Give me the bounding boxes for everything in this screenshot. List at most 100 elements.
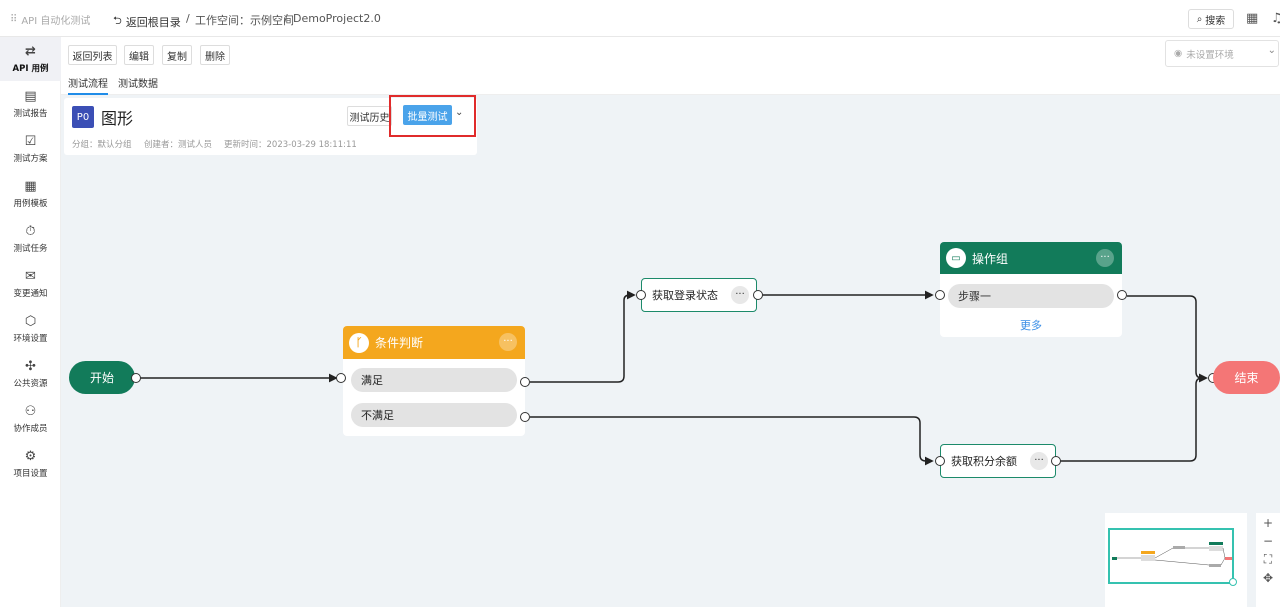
breadcrumb-project[interactable]: DemoProject2.0: [293, 12, 381, 25]
env-placeholder: 未设置环境: [1186, 49, 1234, 61]
port-in[interactable]: [336, 373, 346, 383]
port-in[interactable]: [935, 290, 945, 300]
step-label: 获取积分余额: [951, 455, 1017, 468]
sidebar-item-env-settings[interactable]: ⬡ 环境设置: [0, 307, 61, 351]
top-bar: ⠿ API 自动化测试 ⮌ 返回根目录 / 工作空间：示例空间 / DemoPr…: [0, 0, 1280, 37]
grid-icon: ⠿: [10, 14, 18, 25]
eye-icon: ◉: [1174, 48, 1183, 59]
port-out[interactable]: [753, 290, 763, 300]
move-icon[interactable]: ✥: [1262, 571, 1274, 585]
calendar-icon[interactable]: ▦: [1246, 11, 1259, 26]
condition-title: 条件判断: [375, 336, 424, 350]
template-icon: ▦: [24, 178, 37, 194]
more-options-icon[interactable]: ···: [1030, 452, 1048, 470]
sidebar-item-test-reports[interactable]: ▤ 测试报告: [0, 82, 61, 126]
back-root-link[interactable]: ⮌ 返回根目录: [113, 12, 181, 31]
port-out[interactable]: [1051, 456, 1061, 466]
test-history-button[interactable]: 测试历史: [347, 106, 392, 126]
timer-icon: ⏱: [25, 223, 36, 239]
sidebar-item-label: 变更通知: [13, 288, 48, 299]
case-info-card: P0 图形 分组：默认分组 创建者：测试人员 更新时间：2023-03-29 1…: [64, 98, 477, 155]
group-header: ▭ 操作组 ···: [940, 242, 1122, 274]
more-options-icon[interactable]: ···: [499, 333, 517, 351]
operation-group-node[interactable]: ▭ 操作组 ··· 步骤一 更多: [940, 242, 1122, 337]
mail-icon: ✉: [25, 268, 36, 284]
port-out[interactable]: [131, 373, 141, 383]
sidebar-item-label: 用例模板: [13, 198, 48, 209]
batch-test-button[interactable]: 批量测试: [403, 105, 452, 125]
step-node-points-balance[interactable]: 获取积分余额 ···: [940, 444, 1056, 478]
app-logo: ⠿ API 自动化测试: [10, 12, 90, 27]
copy-button[interactable]: 复制: [162, 45, 192, 65]
sidebar-item-label: 测试方案: [13, 153, 48, 164]
page-title: 图形: [101, 109, 134, 128]
toolbar: 返回列表 编辑 复制 删除 测试流程 测试数据 ◉ 未设置环境 ⌄: [61, 37, 1280, 95]
chevron-down-icon[interactable]: ⌄: [1267, 45, 1276, 56]
sidebar: ⇄ API 用例 ▤ 测试报告 ☑ 测试方案 ▦ 用例模板 ⏱ 测试任务 ✉ 变…: [0, 37, 61, 607]
step-label: 获取登录状态: [652, 289, 718, 302]
more-options-icon[interactable]: ···: [731, 286, 749, 304]
group-step-item[interactable]: 步骤一: [948, 284, 1114, 308]
back-list-button[interactable]: 返回列表: [68, 45, 117, 65]
group-more-link[interactable]: 更多: [1020, 319, 1042, 332]
sidebar-item-label: 项目设置: [13, 468, 48, 479]
more-options-icon[interactable]: ···: [1096, 249, 1114, 267]
search-button[interactable]: ⌕ 搜索: [1188, 9, 1234, 29]
swap-icon: ⇄: [25, 43, 36, 59]
tab-test-data[interactable]: 测试数据: [118, 79, 158, 90]
chevron-down-icon[interactable]: ⌄: [455, 107, 464, 118]
port-in[interactable]: [636, 290, 646, 300]
sidebar-item-label: 测试任务: [13, 243, 48, 254]
puzzle-icon: ✣: [25, 358, 36, 374]
checklist-icon: ☑: [24, 133, 37, 149]
branch-satisfied[interactable]: 满足: [351, 368, 517, 392]
env-select[interactable]: ◉ 未设置环境: [1165, 40, 1279, 67]
end-node[interactable]: 结束: [1213, 361, 1280, 394]
delete-button[interactable]: 删除: [200, 45, 230, 65]
sidebar-item-api-cases[interactable]: ⇄ API 用例: [0, 37, 61, 81]
sidebar-item-change-notices[interactable]: ✉ 变更通知: [0, 262, 61, 306]
port-in[interactable]: [935, 456, 945, 466]
search-label: 搜索: [1205, 15, 1226, 27]
gear-icon: ⚙: [24, 448, 37, 464]
branch-unsatisfied[interactable]: 不满足: [351, 403, 517, 427]
report-icon: ▤: [24, 88, 37, 104]
port-out[interactable]: [520, 377, 530, 387]
breadcrumb-workspace[interactable]: 工作空间：示例空间: [195, 14, 294, 27]
undo-icon: ⮌: [113, 14, 122, 27]
bell-icon[interactable]: ♫: [1271, 11, 1280, 26]
sidebar-item-project-settings[interactable]: ⚙ 项目设置: [0, 442, 61, 486]
folder-icon: ▭: [946, 248, 966, 268]
sidebar-item-case-templates[interactable]: ▦ 用例模板: [0, 172, 61, 216]
condition-header: ᚴ 条件判断 ···: [343, 326, 525, 359]
edit-button[interactable]: 编辑: [124, 45, 154, 65]
minimap-preview: [1112, 542, 1232, 567]
fit-view-icon[interactable]: ⛶: [1263, 552, 1273, 566]
zoom-in-icon[interactable]: +: [1262, 516, 1274, 530]
minimap-viewport[interactable]: [1108, 528, 1234, 584]
zoom-out-icon[interactable]: −: [1262, 534, 1274, 548]
sidebar-item-test-tasks[interactable]: ⏱ 测试任务: [0, 217, 61, 261]
sidebar-item-label: 测试报告: [13, 108, 48, 119]
condition-node[interactable]: ᚴ 条件判断 ··· 满足 不满足: [343, 326, 525, 436]
port-out[interactable]: [520, 412, 530, 422]
search-icon: ⌕: [1196, 13, 1203, 25]
sidebar-item-test-plans[interactable]: ☑ 测试方案: [0, 127, 61, 171]
sidebar-item-public-resources[interactable]: ✣ 公共资源: [0, 352, 61, 396]
highlight-box: [389, 95, 476, 137]
sidebar-item-label: 公共资源: [13, 378, 48, 389]
start-node[interactable]: 开始: [69, 361, 135, 394]
flow-canvas[interactable]: [61, 95, 1280, 607]
case-updated-time: 更新时间：2023-03-29 18:11:11: [224, 140, 357, 150]
sidebar-item-label: API 用例: [12, 63, 49, 74]
port-out[interactable]: [1117, 290, 1127, 300]
step-node-login-status[interactable]: 获取登录状态 ···: [641, 278, 757, 312]
minimap-resize-handle[interactable]: [1229, 578, 1237, 586]
case-group: 分组：默认分组: [72, 140, 132, 150]
zoom-controls: + − ⛶ ✥: [1256, 513, 1280, 607]
sidebar-item-label: 环境设置: [13, 333, 48, 344]
sidebar-item-members[interactable]: ⚇ 协作成员: [0, 397, 61, 441]
tab-test-flow[interactable]: 测试流程: [68, 75, 108, 95]
priority-badge: P0: [72, 106, 94, 128]
